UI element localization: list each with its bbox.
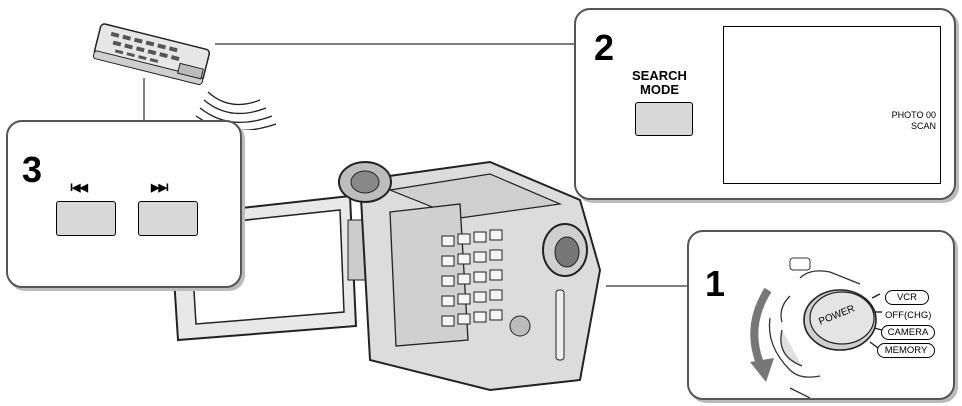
remote-commander-illustration (92, 23, 277, 130)
previous-button-symbol: I◀◀ (70, 182, 88, 194)
next-button[interactable] (138, 201, 198, 236)
mode-off-chg: OFF(CHG) (885, 310, 932, 321)
lcd-screen (723, 26, 941, 184)
step-3-panel (6, 120, 242, 288)
search-mode-button[interactable] (635, 102, 693, 136)
screen-photo-counter: PHOTO 00 (891, 110, 936, 120)
step-1-number: 1 (705, 263, 726, 304)
camcorder-illustration (168, 160, 602, 392)
power-dial-illustration (750, 257, 883, 398)
previous-button[interactable] (56, 201, 116, 236)
step-2-number: 2 (594, 27, 615, 68)
mode-camera: CAMERA (881, 325, 935, 340)
mode-memory: MEMORY (877, 343, 935, 358)
next-button-symbol: ▶▶I (151, 182, 169, 194)
search-mode-label-line1: SEARCH (632, 68, 687, 83)
search-mode-label-line2: MODE (640, 82, 679, 97)
step-3-number: 3 (22, 149, 43, 190)
mode-vcr: VCR (885, 290, 929, 305)
screen-scan-text: SCAN (910, 121, 936, 131)
